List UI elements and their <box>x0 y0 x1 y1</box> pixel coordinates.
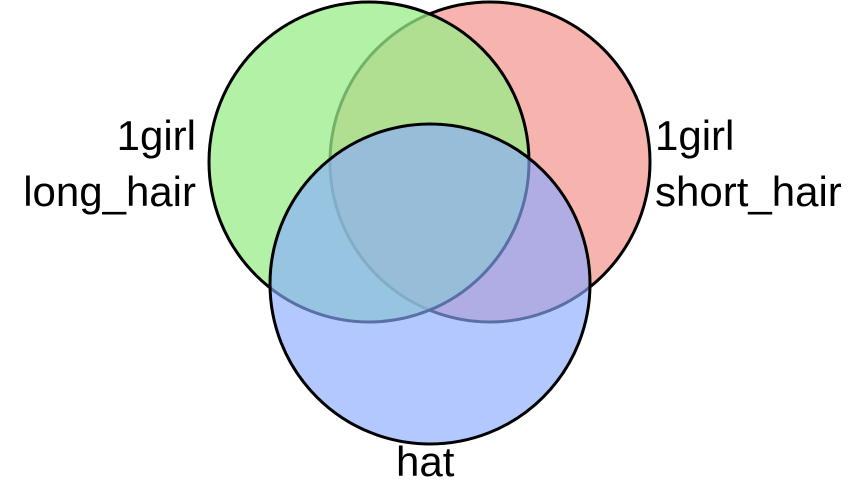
set-red-label-line-1: 1girl <box>655 112 735 159</box>
set-blue-label-line-1: hat <box>396 438 455 485</box>
set-blue-label: hat <box>396 434 454 490</box>
set-green-label-line-2: long_hair <box>23 168 196 215</box>
set-blue-circle <box>268 122 592 446</box>
set-red-label: 1girl short_hair <box>655 108 842 220</box>
set-red-label-line-2: short_hair <box>655 168 842 215</box>
set-green-label: 1girl long_hair <box>23 108 196 220</box>
set-green-label-line-1: 1girl <box>116 112 196 159</box>
